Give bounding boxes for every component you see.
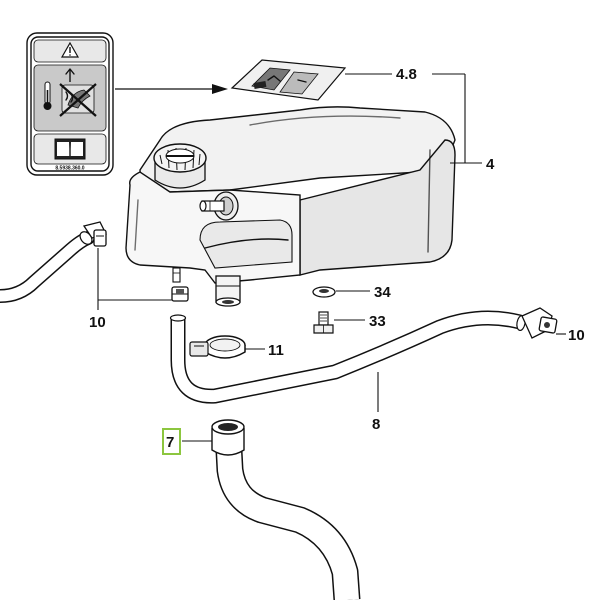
side-nipple	[199, 191, 239, 221]
callout-8[interactable]: 8	[372, 416, 380, 433]
hose-clamp	[189, 335, 246, 359]
washer	[312, 286, 336, 298]
callout-4[interactable]: 4	[486, 156, 495, 173]
callout-33[interactable]: 33	[369, 313, 386, 330]
hose-clip-right	[521, 307, 558, 339]
upper-left-hose	[0, 231, 95, 303]
warning-triangle-icon	[60, 41, 80, 58]
lower-hose	[211, 419, 361, 600]
filler-cap	[153, 143, 207, 189]
callout-7[interactable]: 7	[166, 434, 174, 451]
callout-10-right[interactable]: 10	[568, 327, 585, 344]
warning-label-card: 8.5938.360.0	[26, 32, 114, 176]
bolt	[313, 311, 334, 334]
callout-4-8[interactable]: 4.8	[396, 66, 417, 83]
callout-34[interactable]: 34	[374, 284, 391, 301]
label-part-number: 8.5938.360.0	[55, 166, 84, 172]
no-open-when-hot-icon	[59, 83, 97, 117]
manual-book-icon	[54, 138, 86, 160]
callout-10-left[interactable]: 10	[89, 314, 106, 331]
up-arrow-icon	[65, 68, 75, 82]
hose-clip-left	[82, 221, 107, 247]
expansion-tank	[125, 59, 456, 307]
callout-7-highlight[interactable]: 7	[162, 428, 181, 455]
small-spout	[172, 267, 181, 283]
leader-lines	[97, 73, 566, 442]
bottom-outlet	[215, 275, 241, 307]
callout-11[interactable]: 11	[268, 342, 284, 359]
tank-decal	[230, 59, 347, 101]
thermometer-icon	[43, 81, 52, 110]
hose-clip-spout	[171, 286, 189, 302]
arrow-to-decal	[115, 84, 228, 94]
